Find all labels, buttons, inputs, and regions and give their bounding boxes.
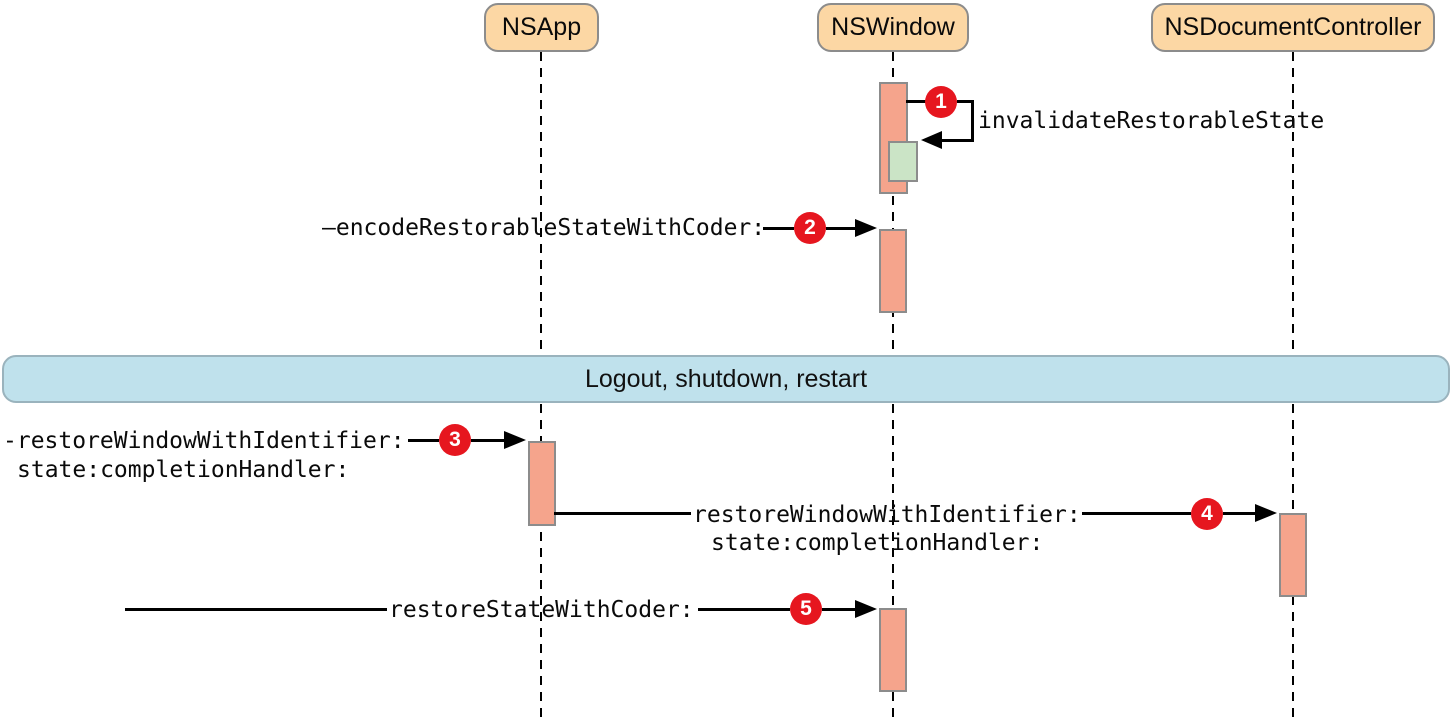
message4-line	[1223, 512, 1255, 515]
arrowhead-left	[921, 131, 942, 149]
arrowhead-right	[855, 600, 877, 618]
step-badge-4: 4	[1191, 498, 1223, 530]
message1-line	[971, 100, 974, 142]
step-number: 4	[1201, 502, 1213, 525]
message1-line	[906, 100, 926, 103]
message3-label-line1: -restoreWindowWithIdentifier:	[3, 428, 405, 454]
separator-label: Logout, shutdown, restart	[584, 364, 868, 393]
encode-state-block	[888, 141, 918, 182]
separator-band: Logout, shutdown, restart	[2, 355, 1450, 403]
participant-box-nswindow: NSWindow	[817, 3, 969, 52]
step-number: 5	[800, 597, 812, 620]
arrowhead-right	[855, 219, 877, 237]
step-number: 3	[449, 428, 461, 451]
participant-label: NSWindow	[831, 13, 955, 41]
message3-label-line2: state:completionHandler:	[17, 457, 350, 483]
participant-label: NSApp	[501, 13, 582, 41]
message1-line	[957, 100, 974, 103]
participant-label: NSDocumentController	[1164, 13, 1422, 41]
message4-label-line2: state:completionHandler:	[711, 530, 1044, 556]
message4-line	[1082, 512, 1191, 515]
step-number: 2	[804, 216, 816, 239]
message2-line	[826, 227, 855, 230]
message5-line	[125, 608, 387, 611]
step-number: 1	[935, 90, 947, 113]
message3-line	[408, 439, 439, 442]
message5-label: restoreStateWithCoder:	[389, 597, 694, 623]
message1-line	[941, 139, 974, 142]
step-badge-5: 5	[790, 593, 822, 625]
message3-line	[471, 439, 504, 442]
activation-bar-nswindow-2	[879, 229, 907, 313]
arrowhead-right	[504, 431, 526, 449]
activation-bar-nswindow-3	[879, 608, 907, 692]
activation-bar-nsdocumentcontroller	[1279, 513, 1307, 597]
arrowhead-right	[1255, 504, 1277, 522]
message2-line	[763, 227, 794, 230]
message4-line	[554, 512, 691, 515]
message2-label: —encodeRestorableStateWithCoder:	[322, 215, 766, 241]
participant-box-nsdocumentcontroller: NSDocumentController	[1151, 3, 1435, 52]
step-badge-2: 2	[794, 212, 826, 244]
message5-line	[822, 608, 855, 611]
activation-bar-nsapp	[528, 441, 556, 526]
participant-box-nsapp: NSApp	[484, 3, 599, 52]
step-badge-1: 1	[925, 86, 957, 118]
message5-line	[698, 608, 790, 611]
message4-label-line1: restoreWindowWithIdentifier:	[693, 502, 1081, 528]
message1-label: invalidateRestorableState	[978, 108, 1325, 134]
step-badge-3: 3	[439, 424, 471, 456]
